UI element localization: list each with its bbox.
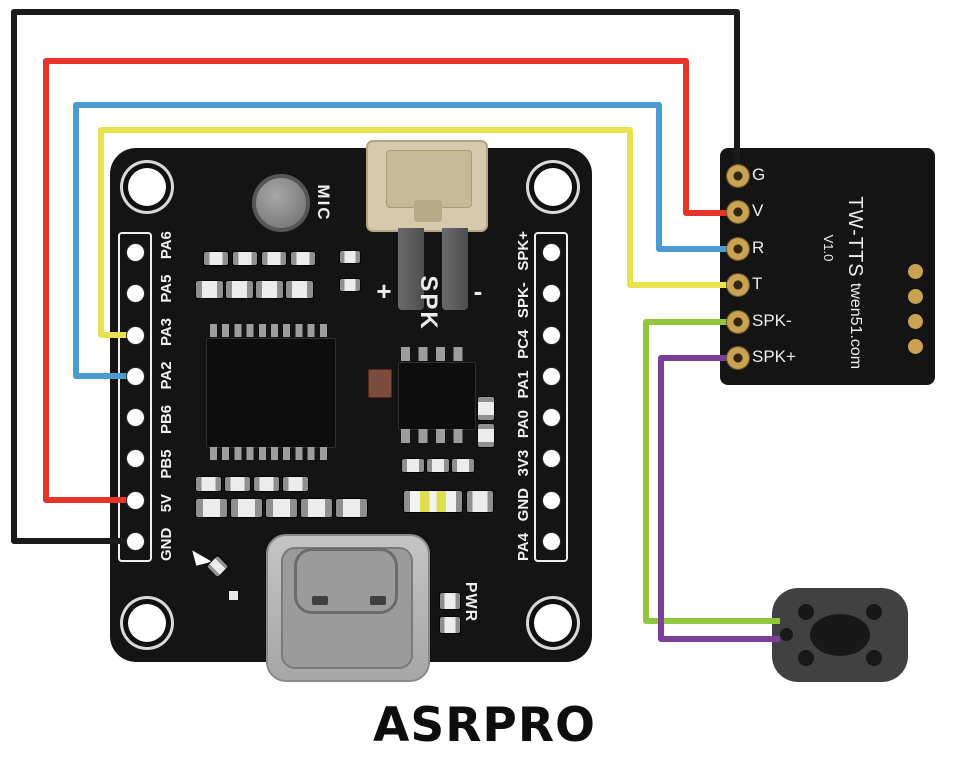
pin-label-pa5: PA5 — [157, 274, 175, 303]
smd-resistor — [196, 499, 227, 517]
usb-ridge — [294, 548, 398, 614]
power-led — [440, 593, 460, 609]
left-pin-header — [118, 232, 152, 562]
pin-label-pa2: PA2 — [157, 361, 175, 390]
pwr-label: PWR — [462, 581, 479, 623]
tts-pin-label-spkp: SPK+ — [752, 347, 796, 366]
pin-label-pb5: PB5 — [157, 449, 175, 479]
chip-pins — [401, 347, 471, 361]
smd-resistor — [336, 499, 367, 517]
speaker-hole — [798, 650, 814, 666]
gold-pad — [908, 289, 923, 304]
smd-resistor — [266, 499, 297, 517]
pin-label-pa1: PA1 — [514, 370, 532, 399]
smd-resistor — [478, 424, 494, 447]
pin-label-5v: 5V — [157, 493, 175, 513]
tts-board: G V R T SPK- SPK+ TW-TTS V1.0 twen51.com — [720, 148, 935, 385]
tts-pin-label-spkm: SPK- — [752, 311, 792, 330]
smd-resistor — [204, 252, 228, 265]
smd-resistor — [231, 499, 262, 517]
pin-label-spkp: SPK+ — [514, 231, 532, 271]
spk-minus-label: - — [473, 276, 483, 306]
mic-label: MIC — [314, 184, 333, 222]
smd-resistor — [286, 281, 313, 298]
spk-plus-label: + — [376, 276, 392, 306]
tts-pin-label-t: T — [752, 274, 763, 293]
spk-label: SPK — [415, 275, 442, 331]
smd-resistor — [256, 281, 283, 298]
smd-resistor — [262, 252, 286, 265]
right-header-labels: PA4 GND 3V3 PA0 PA1 PC4 SPK- SPK+ — [512, 229, 534, 563]
gold-pad — [908, 264, 923, 279]
smd-resistor — [452, 459, 474, 472]
smd-resistor — [196, 281, 223, 298]
usb-c-port — [266, 534, 430, 682]
smd-resistor — [467, 491, 493, 512]
main-chip — [206, 338, 336, 448]
speaker-connector — [366, 140, 488, 232]
tts-pin-label-r: R — [752, 238, 765, 257]
smd-resistor — [427, 459, 449, 472]
secondary-chip — [398, 362, 476, 430]
pin-label-pa3: PA3 — [157, 317, 175, 347]
pin-label-pb6: PB6 — [157, 404, 175, 435]
chip-pins — [210, 324, 330, 337]
pin-label-spkm: SPK- — [514, 282, 532, 319]
gold-pad — [908, 314, 923, 329]
pin-label-3v3: 3V3 — [514, 449, 532, 477]
smd-resistor — [225, 477, 250, 491]
speaker-hole — [810, 614, 870, 656]
pin-label-gnd: GND — [157, 527, 175, 561]
pin-label-pc4: PC4 — [514, 329, 532, 359]
chip-pins — [401, 429, 471, 443]
smd-resistor — [233, 252, 257, 265]
smd-resistor — [196, 477, 221, 491]
tts-title: TW-TTS — [844, 196, 866, 278]
speaker-hole — [780, 628, 793, 641]
smd-resistor — [254, 477, 279, 491]
inductor-component — [404, 491, 462, 512]
smd-resistor — [478, 397, 494, 420]
chip-pins — [210, 447, 330, 460]
smd-resistor — [402, 459, 424, 472]
diagram-title: ASRPRO — [372, 698, 596, 753]
mounting-hole — [534, 168, 572, 206]
connector-latch — [414, 200, 442, 222]
connector-pin — [442, 228, 468, 310]
smd-resistor — [291, 252, 315, 265]
microphone — [252, 174, 310, 232]
mounting-hole — [128, 168, 166, 206]
speaker-hole — [798, 604, 814, 620]
smd-resistor — [440, 617, 460, 633]
right-pin-header — [534, 232, 568, 562]
speaker-hole — [866, 650, 882, 666]
speaker-hole — [866, 604, 882, 620]
silkscreen-pad — [229, 591, 238, 600]
usb-slot — [370, 596, 386, 605]
pin-label-pa6: PA6 — [157, 231, 175, 260]
mounting-hole — [534, 604, 572, 642]
smd-resistor — [340, 279, 360, 291]
smd-resistor — [340, 251, 360, 263]
tts-pin-label-v: V — [752, 201, 764, 220]
tts-version: V1.0 — [821, 234, 836, 262]
left-header-labels: GND 5V PB5 PB6 PA2 PA3 PA5 PA6 — [155, 229, 177, 563]
smd-resistor — [301, 499, 332, 517]
pin-label-pa4: PA4 — [514, 532, 532, 561]
pin-label-gnd2: GND — [514, 488, 532, 522]
usb-slot — [312, 596, 328, 605]
wire-spkplus-purple — [658, 355, 780, 642]
speaker — [772, 588, 908, 682]
gold-pad — [908, 339, 923, 354]
smd-resistor — [226, 281, 253, 298]
tts-site: twen51.com — [847, 282, 864, 370]
mounting-hole — [128, 604, 166, 642]
capacitor — [368, 369, 392, 398]
smd-resistor — [283, 477, 308, 491]
pin-label-pa0: PA0 — [514, 410, 532, 439]
tts-pin-label-g: G — [752, 165, 766, 184]
